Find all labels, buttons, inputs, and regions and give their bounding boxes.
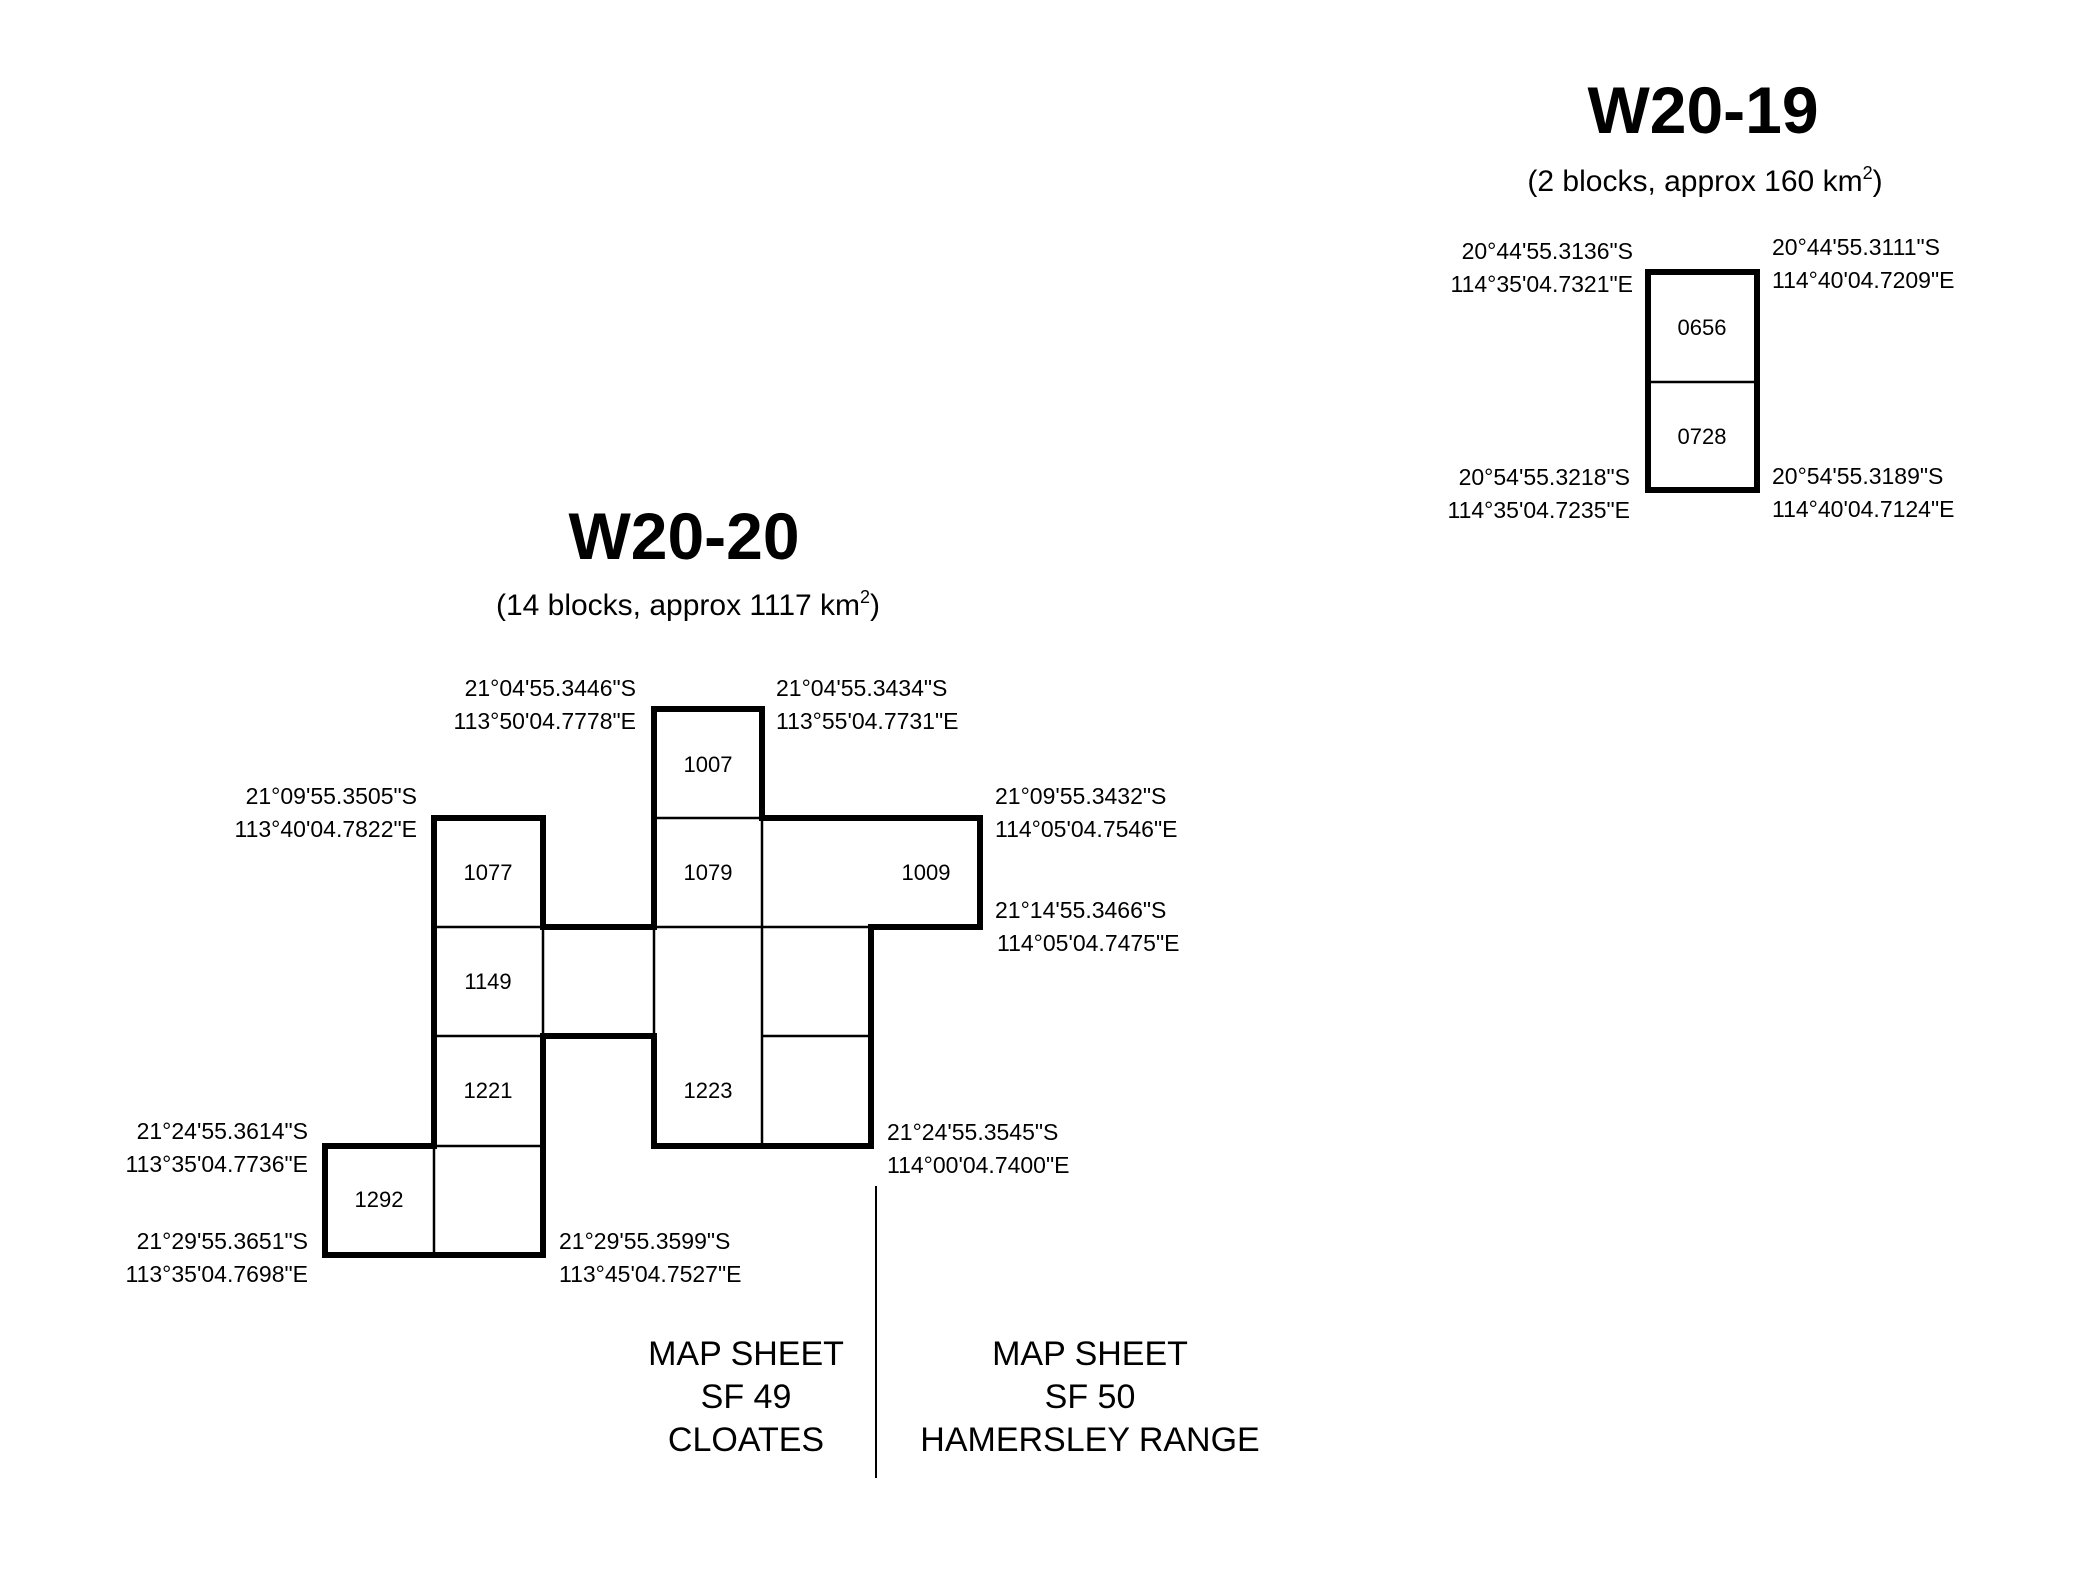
block-label: 1221 [464,1078,513,1103]
corner-latitude: 20°44'55.3136"S [1462,238,1633,264]
corner-longitude: 113°55'04.7731"E [776,708,958,734]
area-subtitle: (14 blocks, approx 1117 km2) [496,587,880,622]
area-title: W20-20 [568,499,799,573]
area-title: W20-19 [1587,73,1818,147]
corner-latitude: 21°24'55.3614"S [137,1118,308,1144]
map-sheet-boundary: MAP SHEET SF 49 CLOATES MAP SHEET SF 50 … [648,1186,1260,1478]
corner-longitude: 113°40'04.7822"E [235,816,417,842]
area-boundary [1645,269,1760,493]
map-sheet-number: SF 50 [1045,1378,1136,1416]
corner-latitude: 21°24'55.3545"S [887,1119,1058,1145]
map-sheet-label: MAP SHEET [648,1335,844,1373]
corner-latitude: 21°29'55.3599"S [559,1228,730,1254]
area-subtitle-superscript: 2 [860,587,870,607]
area-subtitle: (2 blocks, approx 160 km2) [1527,163,1882,198]
corner-longitude: 114°05'04.7475"E [997,930,1179,956]
area-w20-19: W20-19 (2 blocks, approx 160 km2) 0656 0… [1448,73,1955,523]
map-sheet-name: HAMERSLEY RANGE [920,1421,1259,1459]
corner-latitude: 20°44'55.3111"S [1772,234,1940,260]
block-label: 1149 [464,969,511,994]
block-label: 0728 [1678,424,1727,449]
block-label: 1079 [684,860,733,885]
block-label: 0656 [1678,315,1727,340]
corner-longitude: 113°50'04.7778"E [454,708,636,734]
area-w20-20: W20-20 (14 blocks, approx 1117 km2) 1007… [126,499,1180,1287]
area-subtitle-text: (2 blocks, approx 160 km [1527,165,1862,198]
corner-latitude: 21°29'55.3651"S [137,1228,308,1254]
map-sheet-name: CLOATES [668,1421,824,1459]
corner-latitude: 21°04'55.3446"S [465,675,636,701]
corner-longitude: 114°40'04.7124"E [1772,496,1954,522]
map-sheet-label: MAP SHEET [992,1335,1188,1373]
corner-longitude: 114°35'04.7321"E [1451,271,1633,297]
corner-longitude: 113°45'04.7527"E [559,1261,741,1287]
block-label: 1077 [464,860,513,885]
area-subtitle-close: ) [1873,165,1883,198]
area-subtitle-close: ) [870,589,880,622]
corner-longitude: 113°35'04.7698"E [126,1261,308,1287]
corner-latitude: 21°14'55.3466"S [995,897,1166,923]
area-subtitle-superscript: 2 [1863,163,1873,183]
corner-longitude: 114°00'04.7400"E [887,1152,1069,1178]
area-boundary [322,706,983,1258]
corner-longitude: 114°35'04.7235"E [1448,497,1630,523]
corner-longitude: 114°05'04.7546"E [995,816,1177,842]
corner-latitude: 20°54'55.3218"S [1459,464,1630,490]
corner-longitude: 113°35'04.7736"E [126,1151,308,1177]
corner-latitude: 21°09'55.3432"S [995,783,1166,809]
corner-latitude: 21°09'55.3505"S [246,783,417,809]
block-label: 1223 [684,1078,733,1103]
area-subtitle-text: (14 blocks, approx 1117 km [496,589,860,622]
corner-latitude: 20°54'55.3189"S [1772,463,1943,489]
corner-latitude: 21°04'55.3434"S [776,675,947,701]
block-label: 1292 [355,1187,404,1212]
map-sheet-number: SF 49 [701,1378,792,1416]
block-label: 1009 [902,860,951,885]
block-label: 1007 [684,752,733,777]
corner-longitude: 114°40'04.7209"E [1772,267,1954,293]
